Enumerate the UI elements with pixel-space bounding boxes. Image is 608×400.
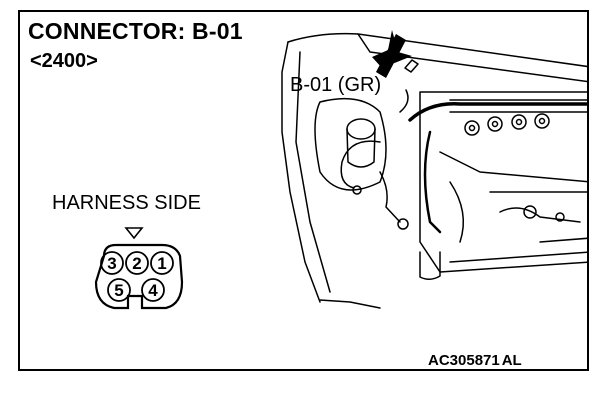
figure-suffix: AL [501, 352, 522, 369]
pin-number: 2 [132, 254, 141, 273]
diagram-frame: CONNECTOR: B-01 <2400> HARNESS SIDE B-01… [18, 10, 589, 371]
connector-face-diagram: 3 2 1 5 4 [94, 227, 184, 310]
strut-tower [314, 97, 387, 191]
pin-1-circle [150, 251, 174, 275]
connector-title: CONNECTOR: B-01 [28, 18, 243, 44]
reservoir-cap [346, 118, 376, 140]
engine-compartment-illustration [281, 30, 587, 309]
engine-variant: <2400> [30, 50, 98, 72]
pin-number: 1 [157, 254, 166, 273]
pin-number: 3 [107, 254, 116, 273]
b-01-connector [404, 59, 419, 73]
lock-tab-icon [124, 227, 144, 240]
connector-housing [94, 243, 184, 310]
harness-side-label: HARNESS SIDE [52, 192, 201, 214]
pin-number: 5 [114, 281, 123, 300]
pin-2-circle [125, 251, 149, 275]
fender-edge [281, 41, 321, 303]
connector-callout-label: B-01 (GR) [290, 74, 382, 96]
pin-number: 4 [148, 281, 158, 300]
pin-3-circle [100, 251, 124, 275]
pin-4-circle [141, 278, 165, 302]
pin-5-circle [107, 278, 131, 302]
figure-code: AC305871 [428, 352, 500, 369]
engine-block [419, 91, 587, 273]
